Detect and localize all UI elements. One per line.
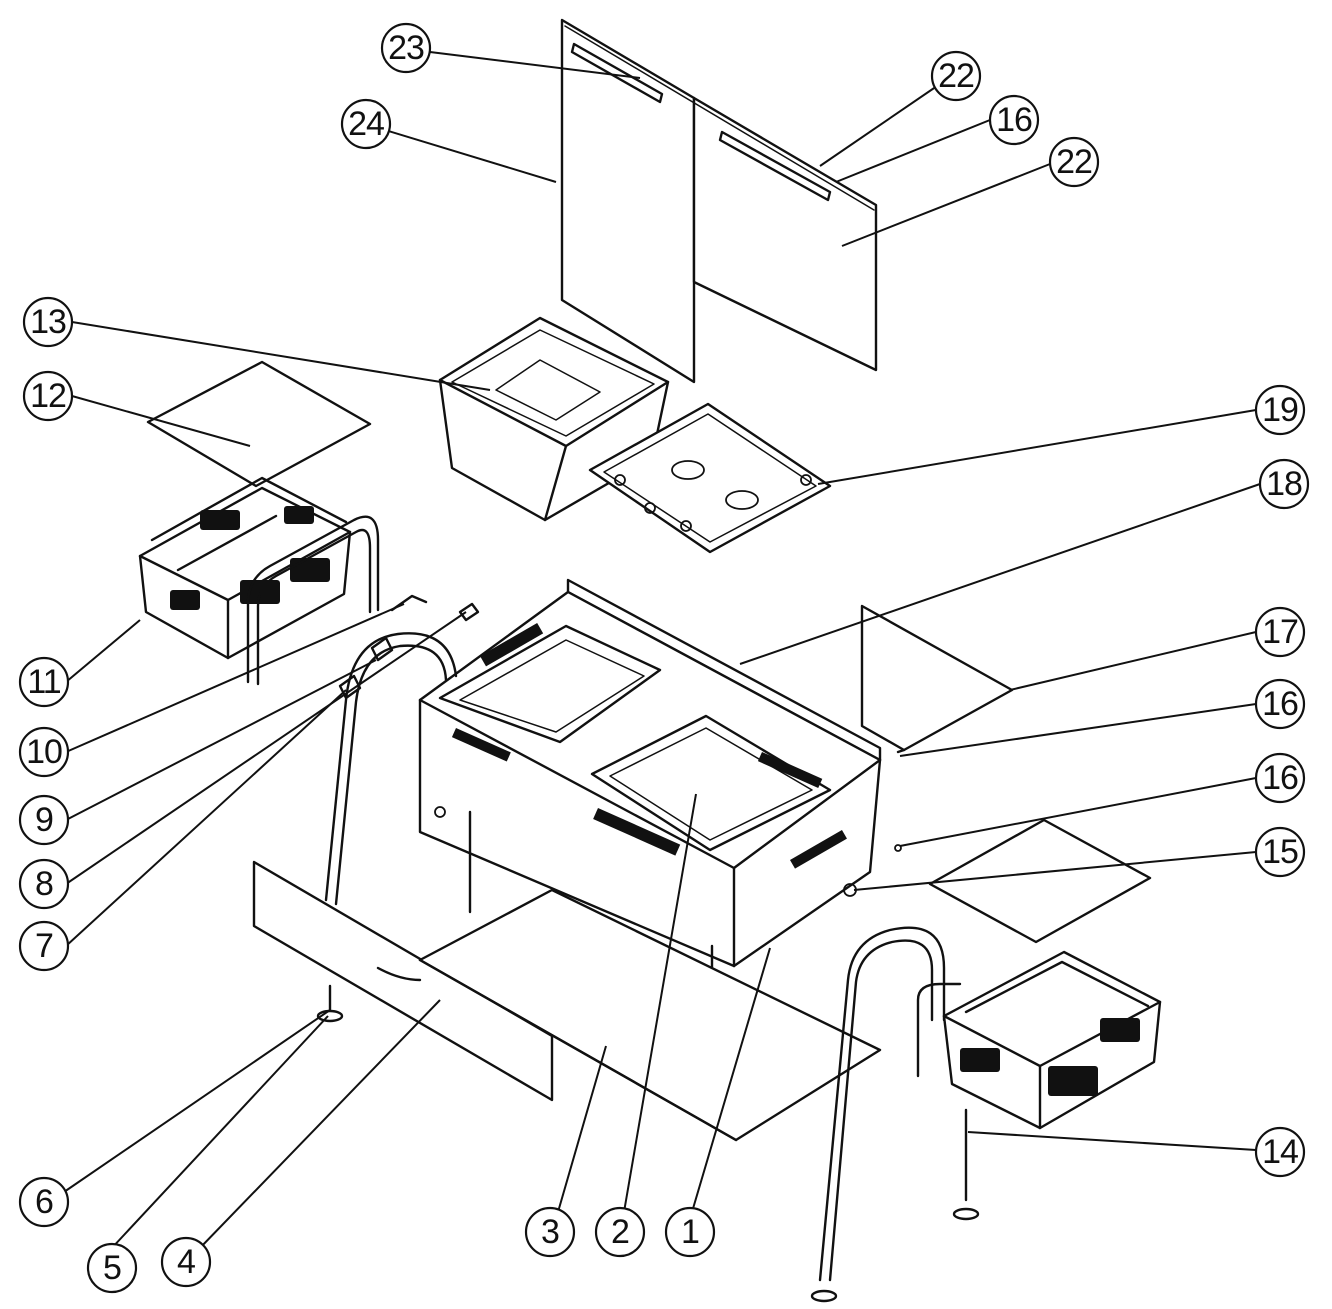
- callout-9-label: 9: [35, 801, 53, 839]
- left-basket-lid: [146, 360, 372, 488]
- callout-11: 11: [18, 656, 70, 708]
- callout-9: 9: [18, 794, 70, 846]
- callout-4: 4: [160, 1236, 212, 1288]
- callout-22-label: 22: [938, 57, 974, 95]
- callout-3: 3: [524, 1206, 576, 1258]
- callout-11-label: 11: [27, 663, 60, 701]
- callout-5-label: 5: [103, 1249, 121, 1287]
- left-door-panel: [560, 18, 696, 384]
- callout-20: 19: [1254, 384, 1306, 436]
- callout-5: 5: [86, 1242, 138, 1294]
- callout-10: 10: [18, 726, 70, 778]
- callout-10-label: 10: [26, 733, 62, 771]
- callout-16-top: 16: [988, 94, 1040, 146]
- right-basket: [942, 950, 1162, 1130]
- callout-2-label: 2: [611, 1213, 629, 1251]
- callout-7-label: 7: [35, 927, 53, 965]
- callout-8: 8: [18, 858, 70, 910]
- leader-lines: [63, 51, 1261, 1251]
- callout-17: 16: [1254, 678, 1306, 730]
- callout-18: 17: [1254, 606, 1306, 658]
- callout-23-label: 23: [388, 29, 424, 67]
- callout-23: 23: [380, 22, 432, 74]
- callout-14-label: 14: [1262, 1133, 1298, 1171]
- callout-1: 1: [664, 1206, 716, 1258]
- callout-13: 13: [22, 296, 74, 348]
- callout-22: 22: [930, 50, 982, 102]
- callout-4-label: 4: [177, 1243, 195, 1281]
- shallow-tray: [588, 402, 832, 554]
- callout-24-label: 24: [348, 105, 384, 143]
- callout-18-label: 17: [1262, 613, 1298, 651]
- callout-12-label: 12: [30, 377, 66, 415]
- callout-16-bottom: 16: [1254, 752, 1306, 804]
- callout-12: 12: [22, 370, 74, 422]
- callout-20-label: 19: [1262, 391, 1298, 429]
- callout-14: 14: [1254, 1126, 1306, 1178]
- main-cabinet: [418, 578, 882, 978]
- callout-19-label: 18: [1266, 465, 1302, 503]
- callout-15: 15: [1254, 826, 1306, 878]
- right-side-lid: [860, 604, 1014, 754]
- callout-24: 24: [340, 98, 392, 150]
- cabinet-vents: [451, 623, 847, 869]
- right-door-handle: [718, 130, 832, 202]
- callout-16-top-label: 16: [996, 101, 1032, 139]
- callout-2: 2: [594, 1206, 646, 1258]
- callout-16-bottom-label: 16: [1262, 759, 1298, 797]
- callout-13-label: 13: [30, 303, 66, 341]
- bottom-shelf: [418, 888, 882, 1142]
- callout-6: 6: [18, 1176, 70, 1228]
- callout-3-label: 3: [541, 1213, 559, 1251]
- callout-21: 22: [1048, 136, 1100, 188]
- callout-19: 18: [1258, 458, 1310, 510]
- callout-21-label: 22: [1056, 143, 1092, 181]
- callout-7: 7: [18, 920, 70, 972]
- left-basket: [138, 476, 380, 686]
- callout-1-label: 1: [681, 1213, 699, 1251]
- callout-15-label: 15: [1262, 833, 1298, 871]
- callout-17-label: 16: [1262, 685, 1298, 723]
- callout-8-label: 8: [35, 865, 53, 903]
- callout-6-label: 6: [35, 1183, 53, 1221]
- right-side-panel-lid: [928, 818, 1152, 944]
- door-panels: [560, 18, 878, 384]
